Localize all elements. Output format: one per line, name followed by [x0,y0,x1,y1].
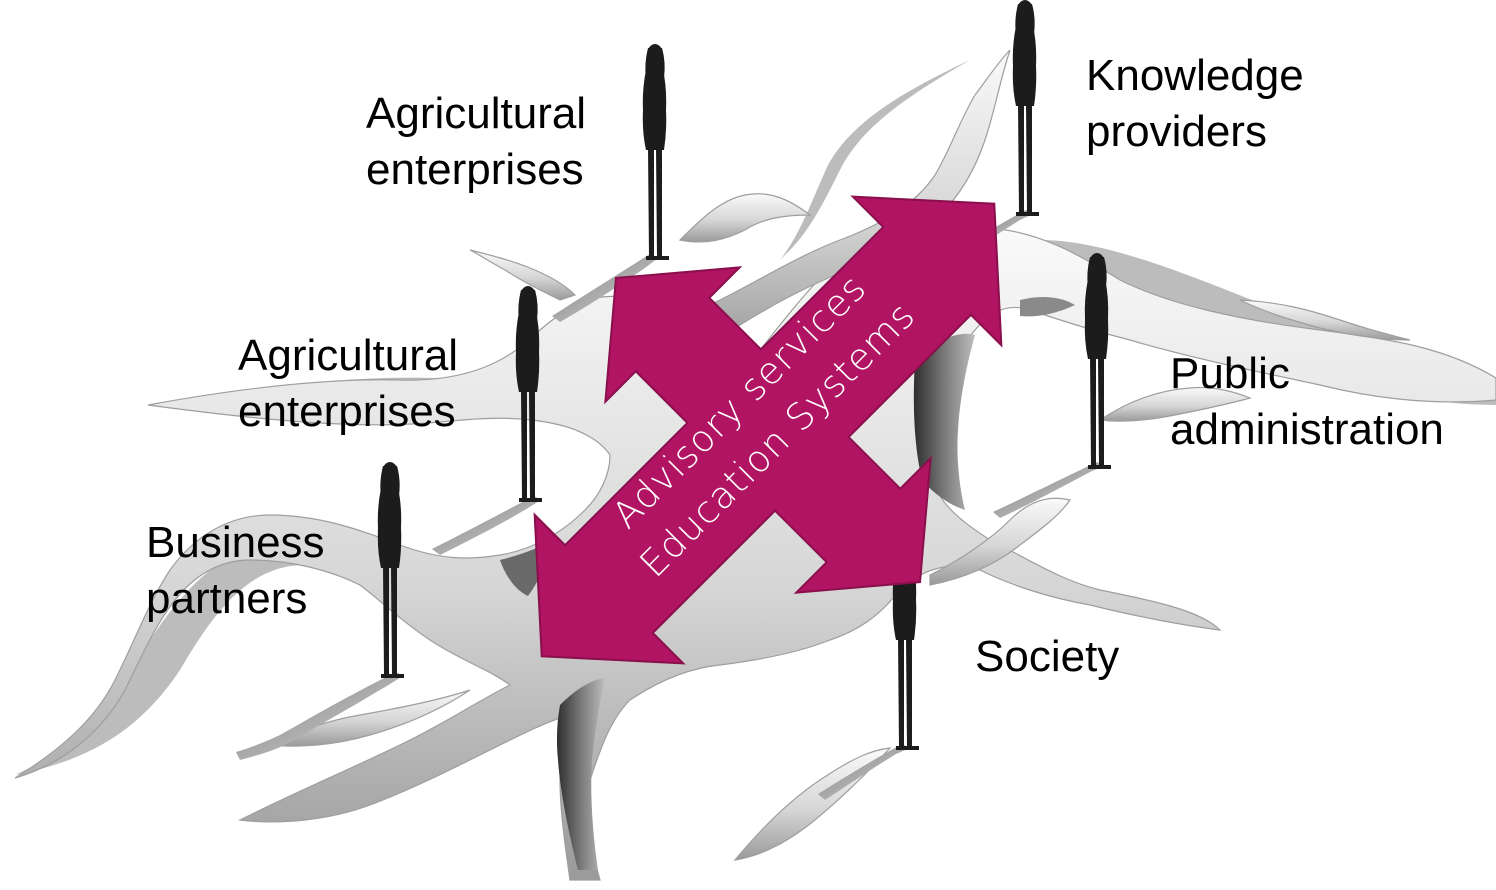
person-agri-top-icon [642,44,669,260]
person-shadows [236,210,1104,800]
label-line: administration [1170,405,1444,454]
label-line: Agricultural [238,331,459,380]
label-line: Public [1170,349,1290,398]
person-knowledge-icon [1012,0,1039,216]
label-agricultural-enterprises-top: Agricultural enterprises [366,86,586,198]
label-business-partners: Business partners [146,515,325,627]
label-line: Business [146,518,325,567]
double-arrow-icon [533,195,1003,665]
label-agricultural-enterprises-mid: Agricultural enterprises [238,328,458,440]
label-line: enterprises [366,145,584,194]
label-society: Society [975,629,1119,685]
label-line: providers [1086,107,1267,156]
label-line: Agricultural [366,89,587,138]
label-knowledge-providers: Knowledge providers [1086,48,1304,160]
label-public-administration: Public administration [1170,346,1444,458]
label-line: enterprises [238,387,456,436]
double-arrow-shape [533,195,1003,665]
label-line: Knowledge [1086,51,1304,100]
label-line: Society [975,632,1120,681]
label-line: partners [146,574,308,623]
